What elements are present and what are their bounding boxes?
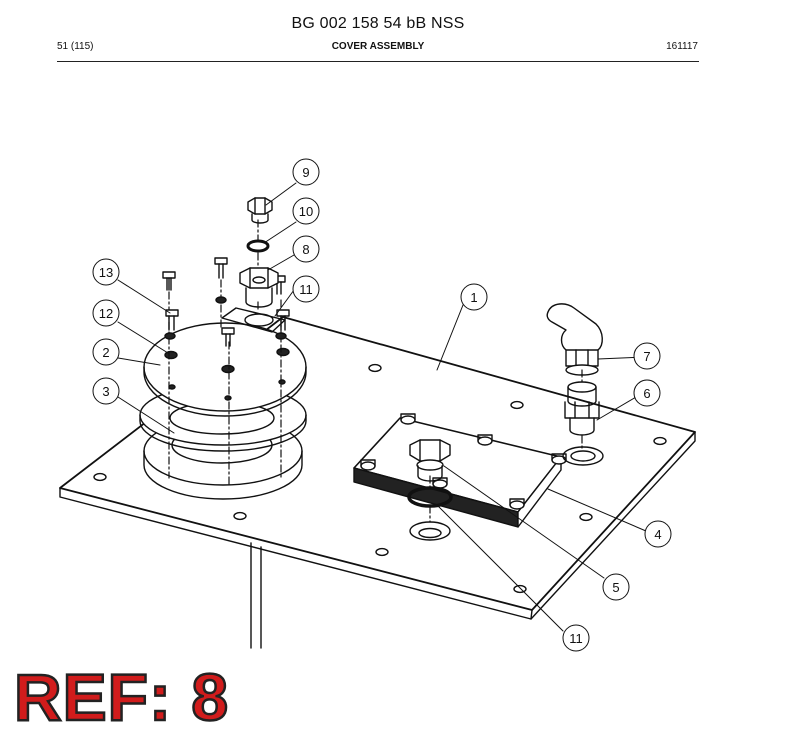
callout-12: 12 — [92, 299, 120, 327]
svg-text:7: 7 — [643, 349, 650, 364]
drain-plug — [409, 439, 451, 482]
svg-text:12: 12 — [99, 306, 113, 321]
callout-4: 4 — [644, 520, 672, 548]
document-date: 161117 — [666, 41, 698, 52]
section-title: COVER ASSEMBLY — [331, 41, 425, 52]
ref-banner: REF: 8 — [13, 660, 230, 734]
svg-text:11: 11 — [569, 631, 583, 646]
cover-flange — [143, 322, 307, 417]
callout-11-bottom: 11 — [562, 624, 590, 652]
vent-adapter — [221, 267, 286, 333]
callout-7: 7 — [633, 342, 661, 370]
callout-9: 9 — [292, 158, 320, 186]
svg-text:4: 4 — [654, 527, 661, 542]
callout-3: 3 — [92, 377, 120, 405]
svg-text:6: 6 — [643, 386, 650, 401]
callout-8: 8 — [292, 235, 320, 263]
support-pipe — [250, 542, 262, 649]
header-rule — [57, 61, 699, 62]
svg-text:9: 9 — [302, 165, 309, 180]
sub-plate-bolts — [360, 413, 567, 510]
callout-10: 10 — [292, 197, 320, 225]
callout-6: 6 — [633, 379, 661, 407]
svg-text:10: 10 — [299, 204, 313, 219]
svg-text:2: 2 — [102, 345, 109, 360]
sub-plate — [353, 413, 567, 528]
callout-13: 13 — [92, 258, 120, 286]
leader-lines — [117, 182, 647, 632]
svg-text:13: 13 — [99, 265, 113, 280]
adapter-washer — [246, 239, 270, 253]
page-reference: 51 (115) — [57, 41, 94, 52]
svg-text:3: 3 — [102, 384, 109, 399]
callouts: 9 10 8 11 13 12 2 3 1 7 6 4 5 11 — [92, 158, 672, 652]
callout-2: 2 — [92, 338, 120, 366]
callout-11-top: 11 — [292, 275, 320, 303]
svg-text:5: 5 — [612, 580, 619, 595]
svg-text:1: 1 — [470, 290, 477, 305]
vent-plug — [247, 197, 273, 224]
callout-5: 5 — [602, 573, 630, 601]
fitting-washer — [562, 446, 604, 466]
svg-text:11: 11 — [299, 282, 313, 297]
callout-1: 1 — [460, 283, 488, 311]
svg-text:8: 8 — [302, 242, 309, 257]
elbow-fitting — [546, 303, 603, 376]
lock-washers — [164, 296, 287, 340]
document-title: BG 002 158 54 bB NSS — [291, 15, 465, 32]
